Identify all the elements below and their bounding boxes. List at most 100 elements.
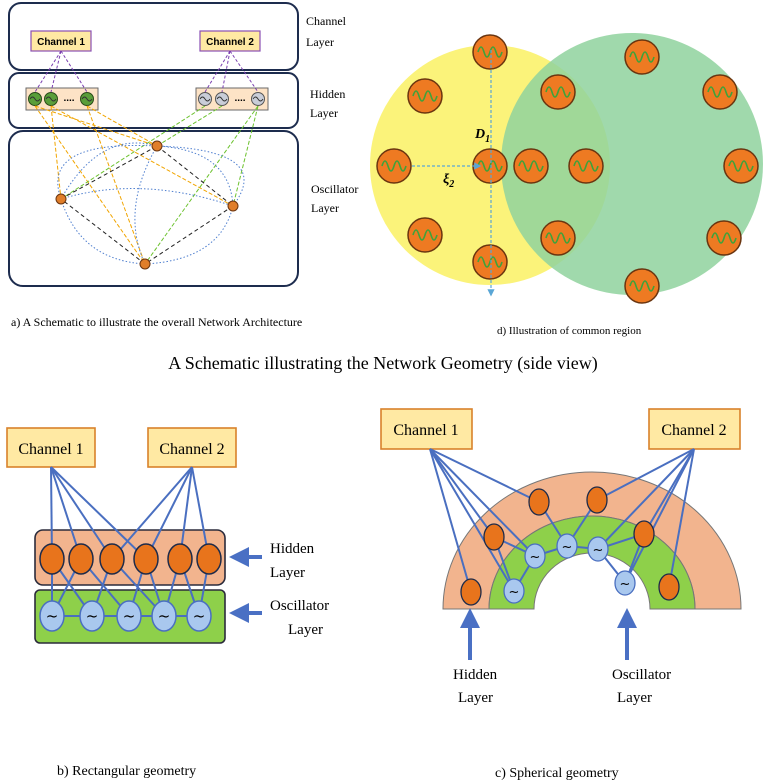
- panel-c-caption: c) Spherical geometry: [495, 766, 619, 781]
- d1-label: D1: [474, 127, 490, 145]
- panel-c-oscillator-label-2: Layer: [617, 690, 652, 706]
- sine-wave-icon: [381, 160, 407, 172]
- tilde-icon: ~: [193, 607, 206, 625]
- channel-hidden-link: [429, 448, 540, 503]
- panel-c-nodes: ~~~~~: [460, 486, 680, 606]
- oscillator-node: [540, 220, 576, 256]
- oscillator-node: [407, 78, 443, 114]
- oscillator-node: [702, 74, 738, 110]
- panel-c-hidden-label-1: Hidden: [453, 667, 498, 683]
- panel-b-oscillator-label-1: Oscillator: [270, 598, 329, 614]
- panel-a-green-links: [60, 105, 259, 265]
- panel-a-oscillator-nodes: [55, 140, 239, 270]
- oscillator-node: ~: [151, 600, 177, 632]
- oscillator-layer-box: [8, 130, 299, 287]
- panel-c-channel-2-box: [648, 408, 741, 450]
- tilde-icon: ~: [123, 607, 136, 625]
- panel-d-oscillators: [376, 34, 759, 304]
- oscillator-node: [624, 39, 660, 75]
- channel-hidden-link: [50, 466, 113, 560]
- panel-a: Channel 1 Channel 2 .... ....: [8, 2, 358, 329]
- channel-hidden-link: [429, 448, 536, 557]
- tilde-icon: ~: [509, 585, 520, 600]
- hidden-node: [133, 543, 159, 575]
- oscillator-node: [624, 268, 660, 304]
- hidden-node: [483, 523, 505, 551]
- panel-a-hidden-layer-label-2: Layer: [310, 106, 338, 120]
- hidden-node: [99, 543, 125, 575]
- tilde-icon: ~: [86, 607, 99, 625]
- panel-a-dots-1: ....: [63, 93, 74, 104]
- channel-hidden-link: [50, 466, 82, 560]
- hidden-node: [460, 578, 482, 606]
- panel-b-hidden-label-2: Layer: [270, 565, 305, 581]
- sine-wave-icon: [629, 280, 655, 292]
- channel-hidden-link: [50, 466, 147, 560]
- tilde-icon: ~: [562, 540, 573, 555]
- panel-a-yellow-links: [34, 105, 234, 265]
- panel-d-caption: d) Illustration of common region: [497, 325, 642, 337]
- panel-c-channel-1-box: [380, 408, 473, 450]
- panel-b-oscillator-label-2: Layer: [288, 622, 323, 638]
- panel-a-channel-layer-label-1: Channel: [306, 14, 347, 28]
- panel-d: D1 ξ2 d) Illustration of common region: [370, 33, 763, 337]
- oscillator-node: [540, 74, 576, 110]
- sine-wave-icon: [477, 160, 503, 172]
- panel-a-dots-2: ....: [234, 93, 245, 104]
- panel-a-oscillator-links: [60, 145, 234, 265]
- panel-a-oscillator-layer-label-1: Oscillator: [311, 182, 358, 196]
- sine-wave-icon: [728, 160, 754, 172]
- panel-a-hidden-group-1: [25, 87, 99, 111]
- channel-hidden-link: [111, 466, 193, 560]
- panel-b-channel-1-box: [6, 427, 96, 468]
- oscillator-node: ~: [587, 536, 609, 562]
- panel-a-caption: a) A Schematic to illustrate the overall…: [11, 315, 302, 329]
- panel-a-channel-1-label: Channel 1: [37, 37, 85, 48]
- sine-wave-icon: [545, 232, 571, 244]
- channel-hidden-link: [624, 448, 695, 584]
- oscillator-node: ~: [524, 543, 546, 569]
- hidden-node: [586, 486, 608, 514]
- sine-wave-icon: [477, 256, 503, 268]
- hidden-node: [658, 573, 680, 601]
- sine-wave-icon: [629, 51, 655, 63]
- oscillator-node: [568, 148, 604, 184]
- hidden-node: [39, 543, 65, 575]
- tilde-icon: ~: [46, 607, 59, 625]
- sine-wave-icon: [477, 46, 503, 58]
- sine-wave-icon: [412, 229, 438, 241]
- hidden-node: [167, 543, 193, 575]
- oscillator-node: [472, 34, 508, 70]
- panel-a-channel-links: [34, 50, 259, 93]
- panel-b-channel-2-label: Channel 2: [159, 441, 224, 458]
- sine-wave-icon: [545, 86, 571, 98]
- oscillator-node: ~: [503, 578, 525, 604]
- oscillator-node: [376, 148, 412, 184]
- panel-c-hidden-label-2: Layer: [458, 690, 493, 706]
- sine-wave-icon: [412, 90, 438, 102]
- channel-hidden-link: [145, 466, 193, 560]
- panel-c-links: [429, 448, 695, 593]
- panel-c-oscillator-label-1: Oscillator: [612, 667, 671, 683]
- panel-a-channel-layer-label-2: Layer: [306, 35, 334, 49]
- hidden-node: [528, 488, 550, 516]
- channel-hidden-link: [429, 448, 495, 538]
- oscillator-node: ~: [614, 570, 636, 596]
- oscillator-node: ~: [186, 600, 212, 632]
- oscillator-node: ~: [556, 533, 578, 559]
- oscillator-node: ~: [39, 600, 65, 632]
- hidden-layer-box: [8, 72, 299, 129]
- hidden-node: [196, 543, 222, 575]
- panel-b-hidden-label-1: Hidden: [270, 541, 315, 557]
- panel-a-oscillator-curves: [57, 142, 245, 265]
- oscillator-node: [513, 148, 549, 184]
- panel-c-channel-2-label: Channel 2: [661, 422, 726, 439]
- sine-wave-icon: [711, 232, 737, 244]
- panel-b-channel-1-label: Channel 1: [18, 441, 83, 458]
- sine-wave-icon: [707, 86, 733, 98]
- channel-hidden-link: [429, 448, 472, 593]
- panel-c-channel-1-label: Channel 1: [393, 422, 458, 439]
- panel-b-caption: b) Rectangular geometry: [57, 764, 196, 779]
- oscillator-node: [706, 220, 742, 256]
